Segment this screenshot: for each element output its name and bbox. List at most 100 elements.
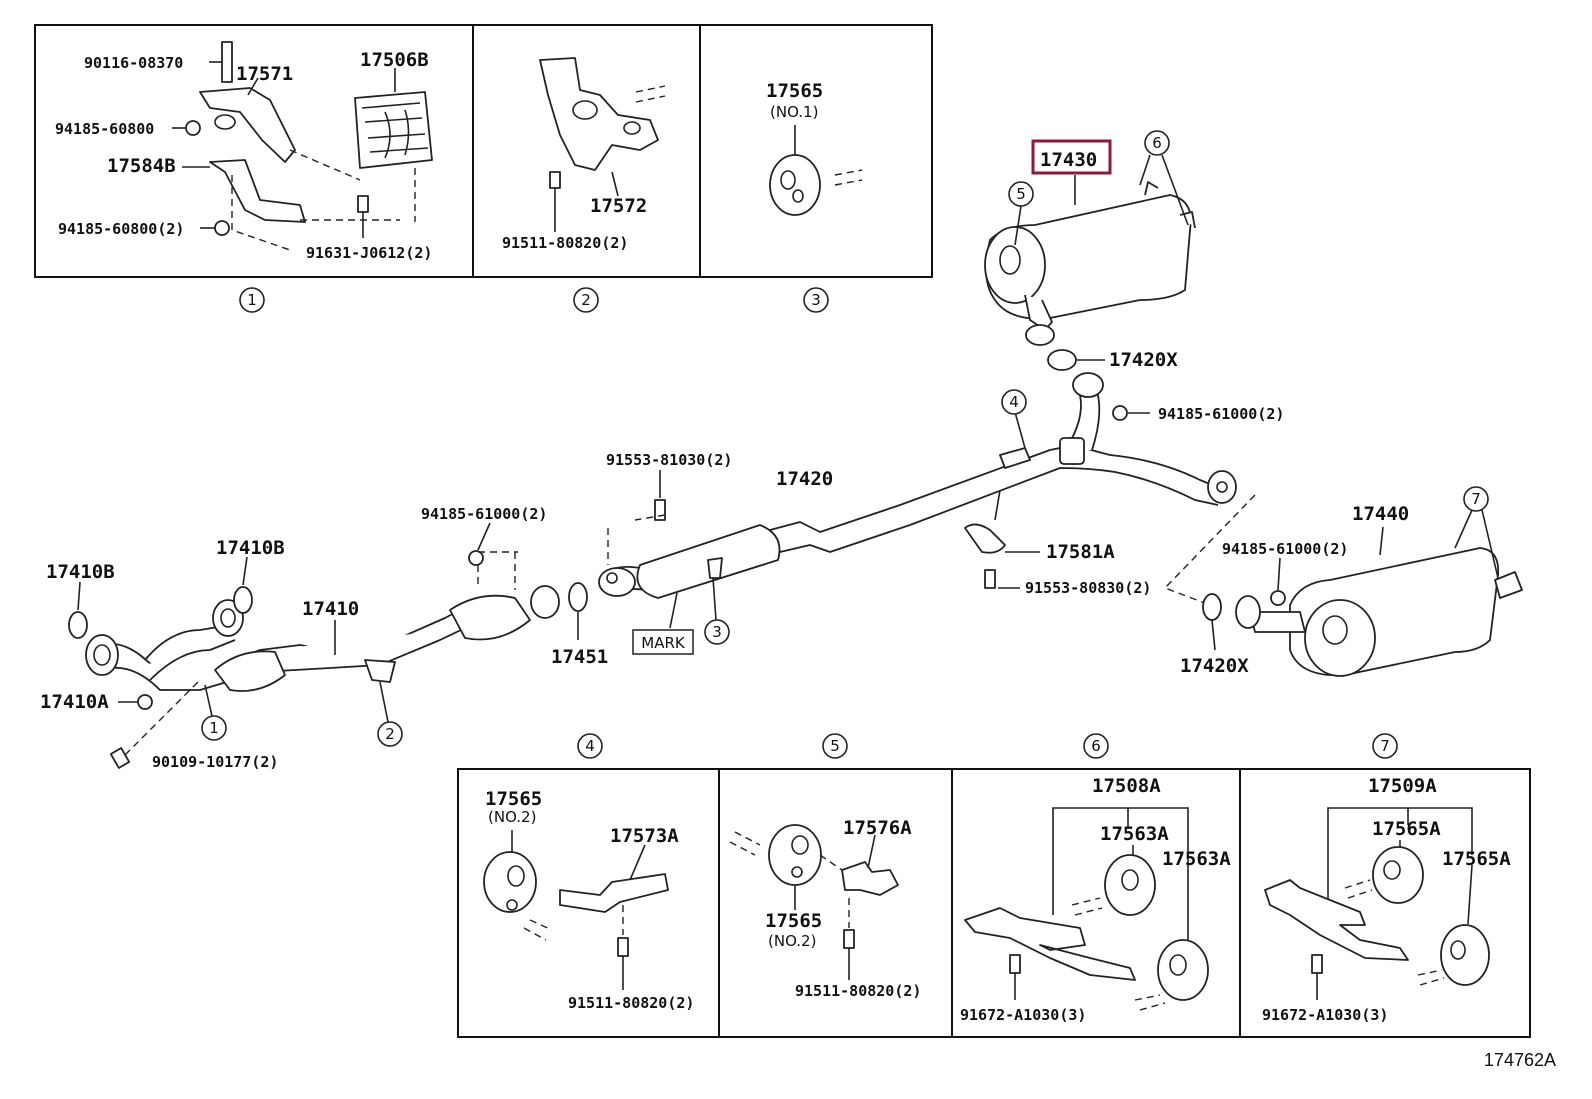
group-callout-4: 4 (577, 733, 603, 759)
part-label-no2-g5: (NO.2) (768, 932, 816, 950)
bottom-detail-panel (457, 768, 1531, 1038)
nut-icon (185, 120, 201, 136)
bracket-17573A-icon (559, 873, 669, 913)
part-label-17410B-right: 17410B (216, 537, 285, 559)
stud-bolt-icon (221, 41, 233, 83)
bolt-91553-80830-icon (984, 569, 996, 589)
callout-5-main: 5 (1008, 181, 1034, 207)
hanger-bracket-2-icon (364, 659, 396, 683)
part-label-17572: 17572 (590, 195, 647, 217)
gasket-17451-icon (568, 582, 588, 612)
part-label-17410: 17410 (302, 598, 359, 620)
part-label-17584B: 17584B (107, 155, 176, 177)
group-callout-7: 7 (1372, 733, 1398, 759)
callout-4-label: 4 (585, 737, 595, 755)
part-label-17571: 17571 (236, 63, 293, 85)
part-label-91511-80820-2-top: 91511-80820(2) (502, 234, 628, 252)
part-label-17573A: 17573A (610, 825, 679, 847)
group-callout-3: 3 (803, 287, 829, 313)
part-label-17410A: 17410A (40, 691, 109, 713)
bracket-17508A-icon (964, 907, 1136, 981)
nut-17410A-icon (137, 694, 153, 710)
part-label-17509A: 17509A (1368, 775, 1437, 797)
group-2-detail (539, 57, 666, 232)
group-3-detail (769, 125, 863, 216)
part-label-94185-60800-2: 94185-60800(2) (58, 220, 184, 238)
bolt-90109-icon (109, 747, 131, 769)
callout-3-main: 3 (704, 619, 730, 645)
clamp-icon (1059, 437, 1085, 465)
hanger-bracket-17572-icon (539, 57, 659, 171)
gasket-17420X-top-icon (1047, 349, 1077, 371)
callout-5-label: 5 (830, 737, 840, 755)
part-label-17440: 17440 (1352, 503, 1409, 525)
part-label-17565A-b: 17565A (1442, 848, 1511, 870)
part-label-94185-60800: 94185-60800 (55, 120, 154, 138)
part-label-17565-g4: 17565 (485, 788, 542, 810)
part-label-no2-g4: (NO.2) (488, 808, 536, 826)
muffler-17440-flange-icon (1235, 595, 1261, 629)
rubber-hanger-17565-no1-icon (769, 154, 821, 216)
flange-upper-icon (1072, 372, 1104, 398)
main-assembly (68, 372, 1256, 769)
rubber-hanger-17565A-b-icon (1440, 924, 1490, 986)
mark-label: MARK (641, 634, 686, 652)
bracket-17571-icon (199, 87, 296, 163)
callout-5-main-label: 5 (1016, 185, 1026, 203)
group-callout-1: 1 (239, 287, 265, 313)
callout-4-main: 4 (1001, 389, 1027, 415)
part-label-17508A: 17508A (1092, 775, 1161, 797)
heat-insulator-17506B-icon (354, 91, 433, 169)
part-label-17410B-left: 17410B (46, 561, 115, 583)
part-label-91553-81030-2: 91553-81030(2) (606, 451, 732, 469)
catalytic-converter-rear-icon (449, 594, 531, 641)
callout-7-main: 7 (1463, 486, 1489, 512)
clamp-17581A-icon (964, 523, 1006, 554)
callout-4-main-label: 4 (1009, 393, 1019, 411)
part-label-17581A: 17581A (1046, 541, 1115, 563)
bracket-17576A-icon (841, 861, 899, 896)
callout-2-main: 2 (377, 721, 403, 747)
muffler-17430-inlet-flange (1025, 324, 1055, 346)
flange-mid-icon (530, 585, 560, 619)
highlight-box-17430 (1031, 139, 1112, 175)
bolt-91672-g6-icon (1009, 954, 1021, 974)
group-callout-6: 6 (1083, 733, 1109, 759)
hanger-3-icon (707, 557, 723, 579)
gasket-17410B-right-icon (233, 586, 253, 614)
group-5-detail (729, 824, 899, 980)
part-label-91511-80820-2-g5: 91511-80820(2) (795, 982, 921, 1000)
bracket-17509A-icon (1264, 879, 1409, 961)
group-1-detail (172, 41, 433, 251)
part-label-91553-80830-2: 91553-80830(2) (1025, 579, 1151, 597)
callout-1-main: 1 (201, 715, 227, 741)
callout-6-label: 6 (1091, 737, 1101, 755)
part-label-no1: (NO.1) (770, 103, 818, 121)
callout-2-main-label: 2 (385, 725, 395, 743)
callout-6-main: 6 (1144, 130, 1170, 156)
group-6-detail (964, 807, 1209, 1011)
diagram-reference-code: 174762A (1484, 1050, 1556, 1070)
part-label-17430: 17430 (1040, 149, 1097, 171)
part-label-91672-A1030-3-g6: 91672-A1030(3) (960, 1006, 1086, 1024)
catalytic-converter-front-icon (214, 650, 286, 692)
callout-2-label: 2 (581, 291, 591, 309)
gasket-17420X-bottom-icon (1202, 593, 1222, 621)
muffler-17430-group (984, 154, 1196, 371)
part-label-94185-61000-2-b: 94185-61000(2) (421, 505, 547, 523)
part-label-17576A: 17576A (843, 817, 912, 839)
flange-center-icon (598, 567, 636, 597)
gasket-17410B-left-icon (68, 611, 88, 639)
part-label-17420: 17420 (776, 468, 833, 490)
nut-94185-upper-icon (1112, 405, 1128, 421)
top-panel-frame (34, 24, 933, 278)
part-label-91672-A1030-3-g7: 91672-A1030(3) (1262, 1006, 1388, 1024)
bolt-91631-icon (357, 195, 369, 213)
callout-7-main-label: 7 (1471, 490, 1481, 508)
callout-1-main-label: 1 (209, 719, 219, 737)
callout-7-label: 7 (1380, 737, 1390, 755)
bolt-91511-icon (549, 171, 561, 189)
callout-6-main-label: 6 (1152, 134, 1162, 152)
nut-icon-2 (214, 220, 230, 236)
